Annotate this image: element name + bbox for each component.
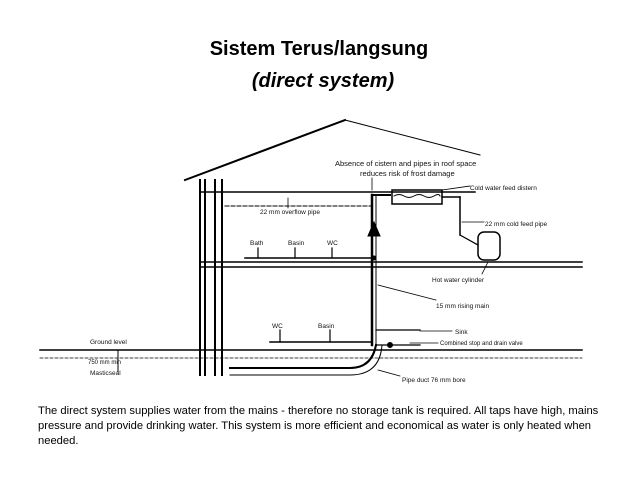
flow-arrow — [367, 220, 381, 237]
leader-cylinder — [481, 261, 489, 275]
caption: The direct system supplies water from th… — [38, 405, 599, 447]
roof-line — [183, 118, 347, 182]
slide-title: Sistem Terus/langsung — [209, 38, 429, 60]
leader-duct — [377, 369, 401, 377]
roof-line-right — [344, 119, 481, 156]
duct-label: Pipe duct 76 mm bore — [402, 377, 466, 384]
wc-lower-label: WC — [272, 323, 283, 330]
rising-main-label: 15 mm rising main — [436, 303, 489, 310]
hot-cylinder-label: Hot water cylinder — [432, 277, 485, 284]
hot-water-cylinder — [477, 231, 501, 261]
stop-valve-label: Combined stop and drain valve — [440, 341, 523, 347]
cistern-label: Cold water feed distern — [470, 185, 537, 192]
pipe-duct — [229, 344, 383, 376]
cold-feed-label: 22 mm cold feed pipe — [485, 221, 548, 228]
upper-valve — [371, 255, 377, 261]
basin-upper-label: Basin — [288, 240, 305, 247]
roof-note-line1: Absence of cistern and pipes in roof spa… — [335, 159, 476, 168]
cistern-water — [393, 194, 441, 198]
roof-note-line2: reduces risk of frost damage — [360, 169, 455, 178]
wc-upper-label: WC — [327, 240, 338, 247]
incoming-main — [229, 343, 378, 369]
overflow-label: 22 mm overflow pipe — [260, 209, 320, 216]
basin-lower-label: Basin — [318, 323, 335, 330]
stop-valve — [387, 342, 393, 348]
cylinder-feed — [459, 234, 479, 246]
slide-subtitle: (direct system) — [251, 70, 395, 92]
ground-level-label: Ground level — [90, 339, 127, 346]
sink-label: Sink — [455, 329, 468, 336]
depth-label: 750 mm min — [88, 360, 121, 366]
bath-label: Bath — [250, 240, 264, 247]
leader-rising-main — [377, 284, 437, 301]
leader-cistern — [441, 185, 471, 191]
mastic-label: Masticseal — [90, 370, 121, 377]
